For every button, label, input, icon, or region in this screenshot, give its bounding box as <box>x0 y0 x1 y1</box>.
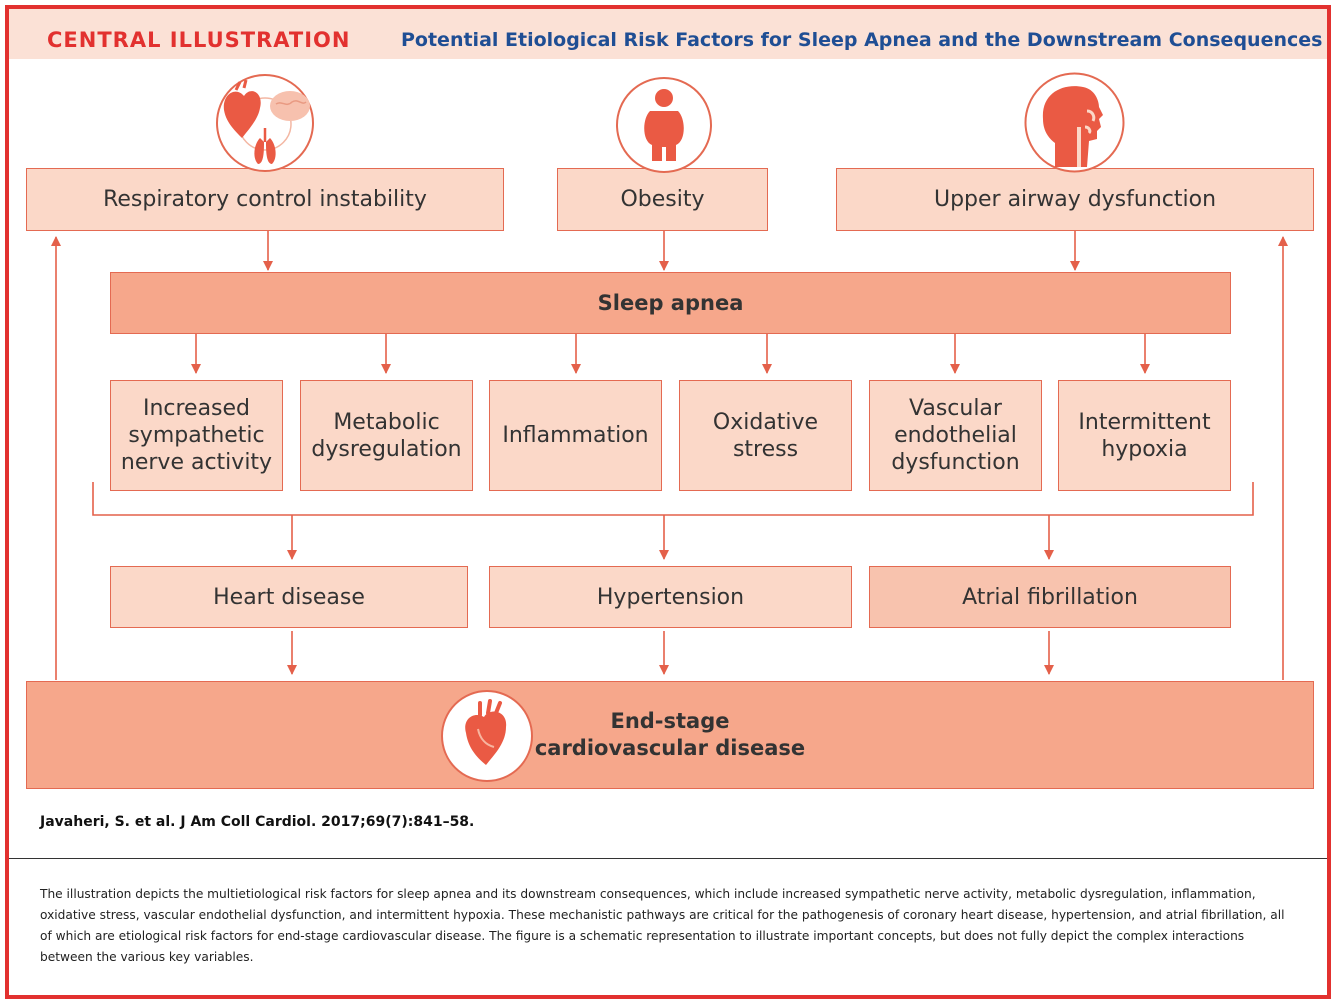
mechanism-intermittent-hypoxia: Intermittent hypoxia <box>1058 380 1231 491</box>
mechanism-line: endothelial <box>894 423 1017 448</box>
mechanism-vascular-endothelial-dysfunction: Vascular endothelial dysfunction <box>869 380 1042 491</box>
risk-factor-label: Respiratory control instability <box>103 187 427 212</box>
outcome-heart-disease: Heart disease <box>110 566 468 628</box>
mechanism-oxidative-stress: Oxidative stress <box>679 380 852 491</box>
sleep-apnea-label: Sleep apnea <box>597 290 744 315</box>
risk-factor-label: Upper airway dysfunction <box>933 187 1217 212</box>
end-stage-line: End-stage <box>610 709 730 733</box>
obese-person-icon <box>614 75 714 175</box>
outcome-label: Atrial fibrillation <box>962 584 1138 610</box>
mechanism-line: dysregulation <box>311 436 462 462</box>
outcome-label: Hypertension <box>596 584 745 610</box>
heart-brain-lungs-icon <box>214 72 316 174</box>
mechanism-line: nerve activity <box>120 450 273 475</box>
divider <box>9 858 1327 859</box>
outcome-atrial-fibrillation: Atrial fibrillation <box>869 566 1231 628</box>
risk-factor-label: Obesity <box>620 187 705 212</box>
mechanism-line: sympathetic <box>128 423 265 448</box>
figure-header: CENTRAL ILLUSTRATION Potential Etiologic… <box>9 9 1327 59</box>
mechanism-line: Vascular <box>909 396 1002 421</box>
mechanism-sympathetic-nerve-activity: Increased sympathetic nerve activity <box>110 380 283 491</box>
mechanisms-bracket <box>92 482 1254 516</box>
outcome-hypertension: Hypertension <box>489 566 852 628</box>
mechanism-inflammation: Inflammation <box>489 380 662 491</box>
heart-icon <box>440 689 534 783</box>
sleep-apnea-box: Sleep apnea <box>110 272 1231 334</box>
central-illustration-label: CENTRAL ILLUSTRATION <box>47 28 351 52</box>
mechanism-metabolic-dysregulation: Metabolic dysregulation <box>300 380 473 491</box>
upper-airway-head-icon <box>1023 71 1126 174</box>
end-stage-line: cardiovascular disease <box>534 736 806 760</box>
figure-caption: The illustration depicts the multietiolo… <box>40 887 1285 964</box>
mechanism-line: hypoxia <box>1101 436 1188 462</box>
end-stage-cvd-box: End-stage cardiovascular disease <box>26 681 1314 789</box>
risk-factor-upper-airway: Upper airway dysfunction <box>836 168 1314 231</box>
mechanism-line: Increased <box>142 396 251 421</box>
mechanism-line: Inflammation <box>502 423 649 448</box>
mechanism-line: Metabolic <box>333 409 440 435</box>
risk-factor-obesity: Obesity <box>557 168 768 231</box>
mechanism-line: stress <box>732 436 799 462</box>
citation: Javaheri, S. et al. J Am Coll Cardiol. 2… <box>40 814 475 830</box>
figure-title: Potential Etiological Risk Factors for S… <box>401 29 1323 51</box>
mechanism-line: Oxidative <box>712 409 819 435</box>
outcome-label: Heart disease <box>213 584 365 610</box>
figure-frame <box>5 5 1331 999</box>
mechanism-line: Intermittent <box>1078 409 1211 435</box>
risk-factor-respiratory-control: Respiratory control instability <box>26 168 504 231</box>
mechanism-line: dysfunction <box>891 450 1020 475</box>
